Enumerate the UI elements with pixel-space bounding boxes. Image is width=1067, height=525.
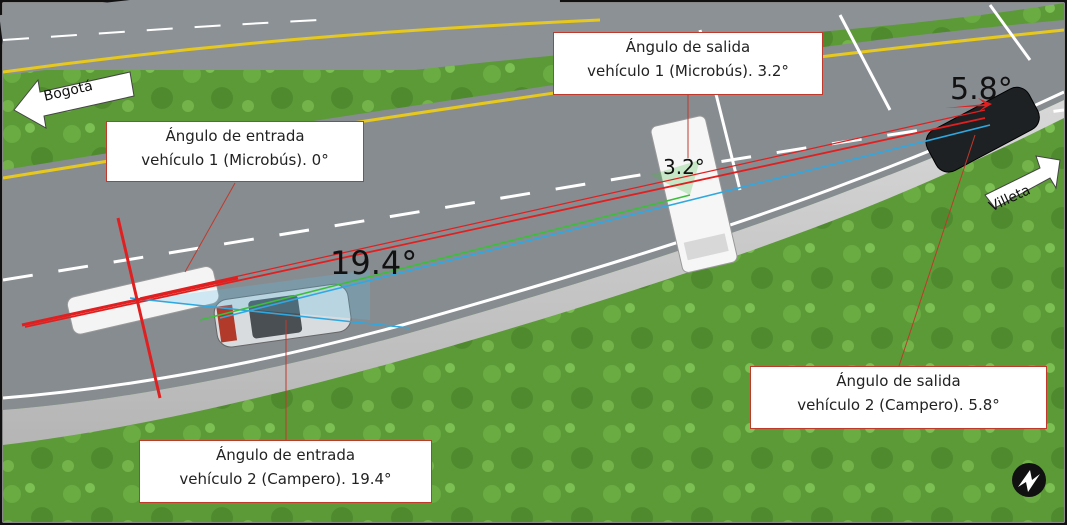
callout-exit-vehicle1: Ángulo de salida vehículo 1 (Microbús). … [553,32,823,95]
callout-line2: vehículo 1 (Microbús). 0° [141,151,329,169]
callout-line1: Ángulo de salida [625,38,751,56]
angle-label-entry-v2: 19.4° [330,244,418,282]
trajectory-green [199,194,691,321]
callout-line1: Ángulo de entrada [215,446,356,464]
callout-line2: vehículo 2 (Campero). 19.4° [179,470,392,488]
callout-line1: Ángulo de salida [836,372,961,390]
campero-exit [925,86,1040,173]
callout-line2: vehículo 1 (Microbús). 3.2° [587,62,789,80]
callout-line1: Ángulo de entrada [165,127,305,145]
compass-logo-icon [1012,463,1046,497]
callout-exit-vehicle2: Ángulo de salida vehículo 2 (Campero). 5… [750,366,1047,429]
angle-label-exit-v1: 3.2° [663,155,705,179]
trajectory-blue-2 [219,124,991,319]
callout-line2: vehículo 2 (Campero). 5.8° [797,396,1000,414]
angle-label-exit-v2: 5.8° [950,72,1013,107]
villeta-direction-sign [984,155,1061,209]
callout-entry-vehicle1: Ángulo de entrada vehículo 1 (Microbús).… [106,121,364,182]
yellow-line-upper [2,18,601,74]
gravel-shoulder [3,100,1064,445]
bogota-direction-sign [13,71,135,129]
impact-cross [21,217,239,399]
trajectory-red-2 [139,109,986,299]
callout-entry-vehicle2: Ángulo de entrada vehículo 2 (Campero). … [139,440,432,503]
trajectory-red [24,117,986,328]
trajectory-blue [129,297,411,329]
